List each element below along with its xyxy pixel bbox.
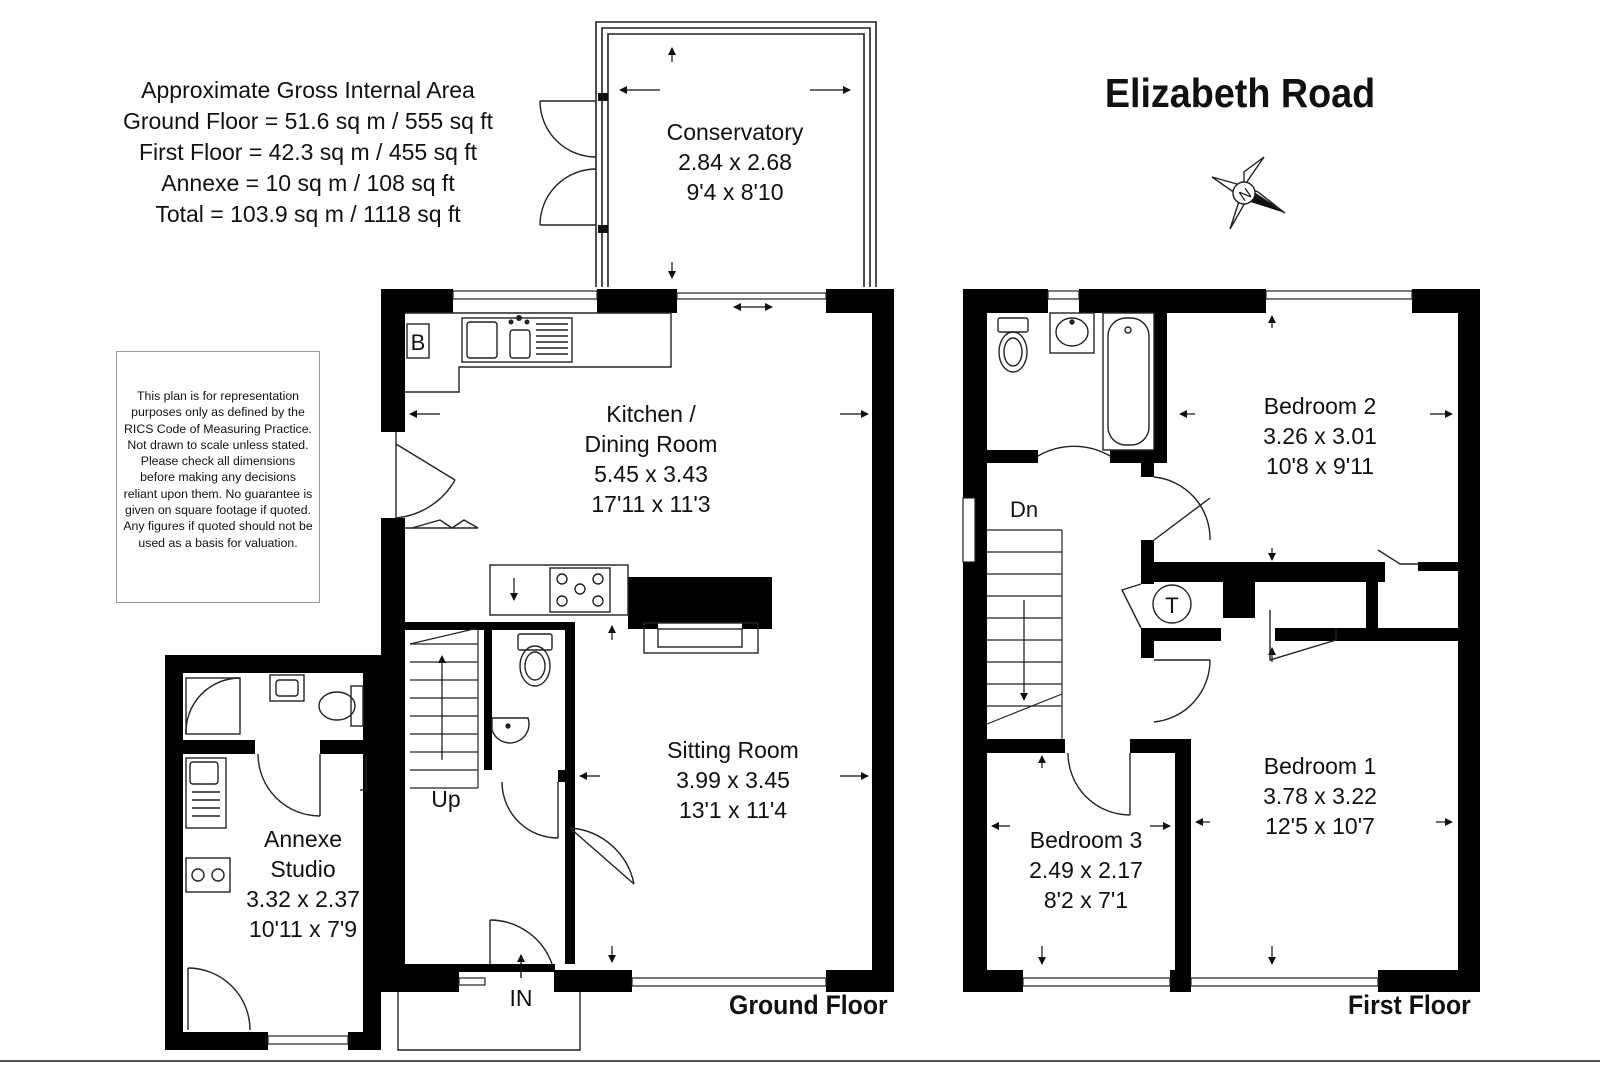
- svg-text:17'11 x 11'3: 17'11 x 11'3: [591, 491, 710, 517]
- svg-text:3.32 x 2.37: 3.32 x 2.37: [246, 886, 360, 912]
- hob: [489, 564, 629, 616]
- conservatory-label: Conservatory 2.84 x 2.68 9'4 x 8'10: [667, 119, 804, 205]
- first-floor-windows: [962, 290, 1413, 987]
- svg-text:9'4 x 8'10: 9'4 x 8'10: [686, 179, 783, 205]
- first-floor-doors: [1067, 476, 1418, 816]
- annexe-studio-label: Annexe Studio 3.32 x 2.37 10'11 x 7'9: [246, 826, 360, 942]
- ground-dimension-arrows: [409, 410, 869, 963]
- first-floor-stairs: [986, 529, 1063, 739]
- cupboard-doors: [405, 519, 479, 529]
- area-total: Total = 103.9 sq m / 1118 sq ft: [155, 201, 461, 227]
- ground-stairs: [409, 627, 479, 789]
- tank-label: T: [1165, 593, 1178, 618]
- entrance-label: IN: [510, 985, 533, 1011]
- first-dimension-arrows: [991, 315, 1453, 965]
- area-summary: Approximate Gross Internal Area Ground F…: [98, 75, 518, 230]
- bedroom2-label: Bedroom 2 3.26 x 3.01 10'8 x 9'11: [1263, 393, 1377, 479]
- svg-text:Sitting Room: Sitting Room: [667, 737, 799, 763]
- airing-cupboard: [1121, 583, 1192, 629]
- area-annexe: Annexe = 10 sq m / 108 sq ft: [161, 170, 455, 196]
- svg-text:8'2 x 7'1: 8'2 x 7'1: [1044, 887, 1128, 913]
- svg-text:10'11 x 7'9: 10'11 x 7'9: [249, 916, 357, 942]
- svg-text:Annexe: Annexe: [264, 826, 342, 852]
- compass-icon: [1211, 156, 1286, 230]
- svg-text:3.26 x 3.01: 3.26 x 3.01: [1263, 423, 1377, 449]
- svg-text:Bedroom 1: Bedroom 1: [1264, 753, 1377, 779]
- disclaimer-box: This plan is for representation purposes…: [116, 351, 320, 603]
- kitchen-side-door: [395, 432, 456, 519]
- svg-text:Dining Room: Dining Room: [585, 431, 718, 457]
- kitchen-worktop: [405, 312, 672, 393]
- area-heading: Approximate Gross Internal Area: [141, 77, 475, 103]
- conservatory-dimension-arrows: [619, 47, 851, 279]
- annexe-walls: [165, 655, 381, 1050]
- sitting-room-label: Sitting Room 3.99 x 3.45 13'1 x 11'4: [667, 737, 799, 823]
- svg-text:Studio: Studio: [270, 856, 335, 882]
- bedroom3-label: Bedroom 3 2.49 x 2.17 8'2 x 7'1: [1029, 827, 1143, 913]
- ground-floor-walls: [381, 289, 894, 992]
- stairs-down-label: Dn: [1010, 497, 1038, 522]
- svg-text:Conservatory: Conservatory: [667, 119, 804, 145]
- stairs-up-label: Up: [431, 786, 460, 812]
- sitting-room-door: [569, 827, 635, 885]
- front-door: [397, 919, 581, 1051]
- ground-floor-label: Ground Floor: [729, 990, 888, 1020]
- annexe-fixtures: [185, 674, 367, 1031]
- svg-text:3.78 x 3.22: 3.78 x 3.22: [1263, 783, 1377, 809]
- svg-text:13'1 x 11'4: 13'1 x 11'4: [679, 797, 787, 823]
- ground-floor-windows: [452, 290, 827, 987]
- svg-text:Bedroom 3: Bedroom 3: [1030, 827, 1143, 853]
- conservatory-walls: [595, 21, 877, 287]
- hearth: [643, 622, 759, 654]
- ground-wc: [491, 633, 553, 744]
- svg-text:3.99 x 3.45: 3.99 x 3.45: [676, 767, 790, 793]
- svg-text:Bedroom 2: Bedroom 2: [1264, 393, 1377, 419]
- boiler-label: B: [411, 330, 426, 355]
- area-first-floor: First Floor = 42.3 sq m / 455 sq ft: [138, 139, 478, 165]
- property-title: Elizabeth Road: [1104, 70, 1376, 116]
- conservatory-door: [539, 100, 597, 226]
- bathroom-fixtures: [997, 312, 1155, 457]
- svg-text:2.84 x 2.68: 2.84 x 2.68: [678, 149, 792, 175]
- svg-text:5.45 x 3.43: 5.45 x 3.43: [594, 461, 708, 487]
- annexe-window: [267, 1035, 349, 1045]
- svg-text:Kitchen /: Kitchen /: [606, 401, 696, 427]
- svg-text:12'5 x 10'7: 12'5 x 10'7: [1265, 813, 1375, 839]
- bedroom1-label: Bedroom 1 3.78 x 3.22 12'5 x 10'7: [1263, 753, 1377, 839]
- svg-text:2.49 x 2.17: 2.49 x 2.17: [1029, 857, 1143, 883]
- first-floor-label: First Floor: [1348, 990, 1471, 1020]
- bottom-rule: [0, 1060, 1600, 1062]
- svg-text:10'8 x 9'11: 10'8 x 9'11: [1266, 453, 1374, 479]
- first-floor-walls: [963, 289, 1480, 992]
- wc-door: [501, 781, 559, 839]
- kitchen-label: Kitchen / Dining Room 5.45 x 3.43 17'11 …: [585, 401, 718, 517]
- area-ground-floor: Ground Floor = 51.6 sq m / 555 sq ft: [122, 108, 494, 134]
